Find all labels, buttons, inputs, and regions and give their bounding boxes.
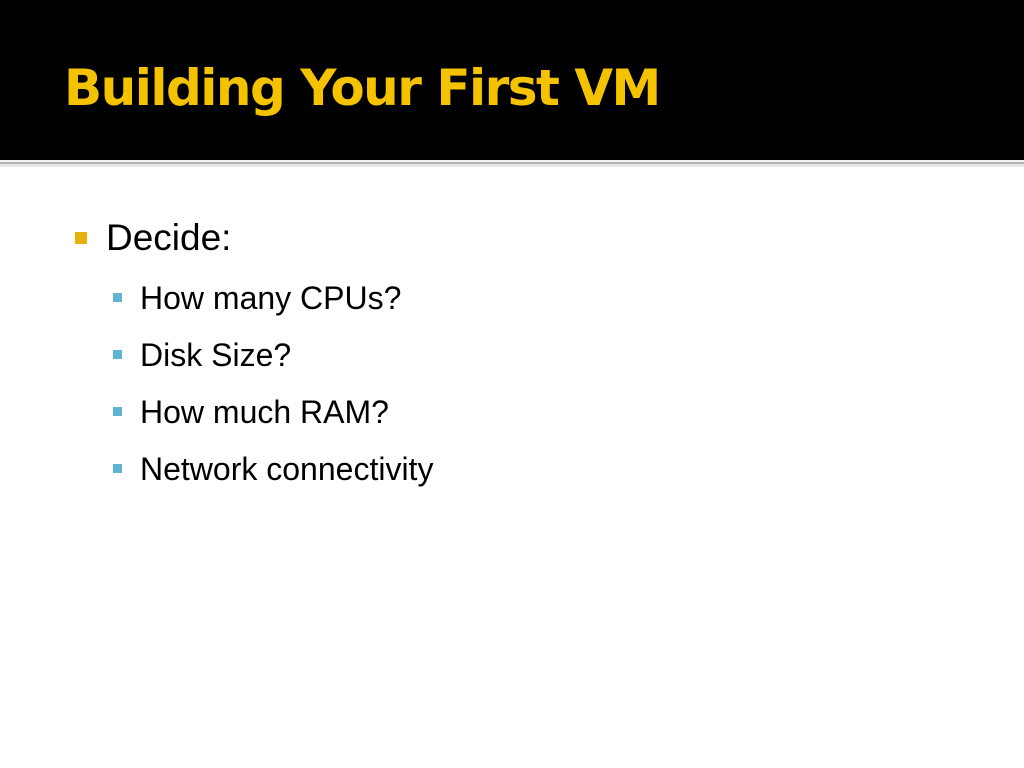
square-bullet-icon (113, 293, 122, 302)
title-band (0, 0, 1024, 160)
bullet-item-decide: Decide: (106, 217, 232, 258)
square-bullet-icon (113, 464, 122, 473)
sub-bullet-ram: How much RAM? (140, 394, 389, 430)
sub-bullet-cpus: How many CPUs? (140, 280, 402, 316)
sub-bullet-disk-size: Disk Size? (140, 337, 292, 373)
square-bullet-icon (113, 350, 122, 359)
title-divider (0, 160, 1024, 167)
slide-title: Building Your First VM (64, 59, 661, 117)
square-bullet-icon (113, 407, 122, 416)
sub-bullet-network: Network connectivity (140, 451, 434, 487)
square-bullet-icon (75, 232, 87, 244)
